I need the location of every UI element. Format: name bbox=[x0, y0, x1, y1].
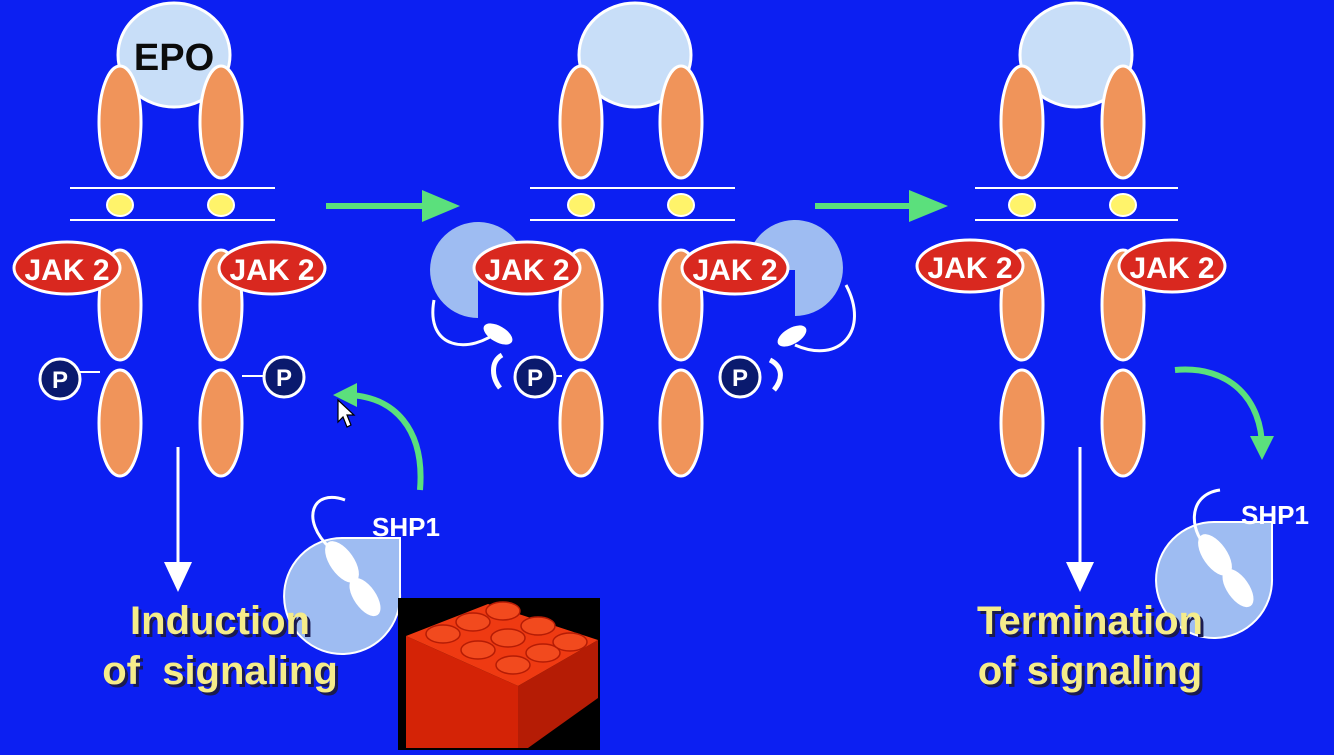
caption-induction-line2: of signaling bbox=[102, 649, 338, 693]
epo-ligand bbox=[577, 1, 693, 109]
shp1-enzyme: SHP1 bbox=[283, 496, 440, 655]
jak2-left: JAK 2 bbox=[12, 240, 122, 296]
jak2-left: JAK 2 bbox=[915, 238, 1025, 294]
caption-induction-line1: Induction bbox=[130, 599, 310, 643]
phospho-label: P bbox=[52, 367, 68, 394]
phospho-label: P bbox=[732, 365, 748, 392]
membrane bbox=[975, 187, 1178, 221]
jak2-label: JAK 2 bbox=[24, 254, 109, 287]
step-arrow-2 bbox=[815, 190, 948, 222]
epo-ligand bbox=[1018, 1, 1134, 109]
phospho-right: P bbox=[718, 355, 762, 399]
jak2-label: JAK 2 bbox=[229, 254, 314, 287]
down-arrow-termination bbox=[1066, 447, 1094, 592]
panel-binding: JAK 2 JAK 2 P P bbox=[430, 1, 856, 478]
shp1-label: SHP1 bbox=[372, 512, 440, 542]
jak2-right: JAK 2 bbox=[217, 240, 327, 296]
jak2-label: JAK 2 bbox=[1129, 252, 1214, 285]
release-arrow-shp1 bbox=[1174, 366, 1274, 460]
recruit-arrow-shp1 bbox=[333, 383, 424, 491]
lego-brick-icon bbox=[398, 598, 600, 750]
jak2-label: JAK 2 bbox=[692, 254, 777, 287]
jak2-left: JAK 2 bbox=[472, 240, 582, 296]
panel-induction: EPO JAK 2 JAK 2 P P bbox=[12, 1, 440, 655]
phospho-right: P bbox=[262, 355, 306, 399]
jak2-label: JAK 2 bbox=[484, 254, 569, 287]
phospho-left: P bbox=[513, 355, 557, 399]
shp1-bound-right bbox=[746, 220, 856, 392]
caption-termination-line2: of signaling bbox=[977, 649, 1203, 693]
shp1-label: SHP1 bbox=[1241, 500, 1309, 530]
caption-termination: Termination of signaling bbox=[950, 596, 1230, 696]
mouse-pointer-icon bbox=[337, 398, 356, 428]
epo-label: EPO bbox=[134, 37, 214, 79]
down-arrow-induction bbox=[164, 447, 192, 592]
caption-termination-line1: Termination bbox=[977, 599, 1203, 643]
phospho-left: P bbox=[38, 357, 82, 401]
panel-termination: JAK 2 JAK 2 SHP1 bbox=[915, 1, 1309, 639]
phospho-label: P bbox=[527, 365, 543, 392]
membrane bbox=[530, 187, 735, 221]
jak2-right: JAK 2 bbox=[1117, 238, 1227, 294]
step-arrow-1 bbox=[326, 190, 460, 222]
membrane bbox=[70, 187, 275, 221]
jak2-label: JAK 2 bbox=[927, 252, 1012, 285]
shp1-enzyme: SHP1 bbox=[1155, 488, 1309, 639]
jak2-right: JAK 2 bbox=[680, 240, 790, 296]
caption-induction: Induction of signaling bbox=[70, 596, 370, 696]
phospho-label: P bbox=[276, 365, 292, 392]
epo-ligand: EPO bbox=[116, 1, 232, 109]
